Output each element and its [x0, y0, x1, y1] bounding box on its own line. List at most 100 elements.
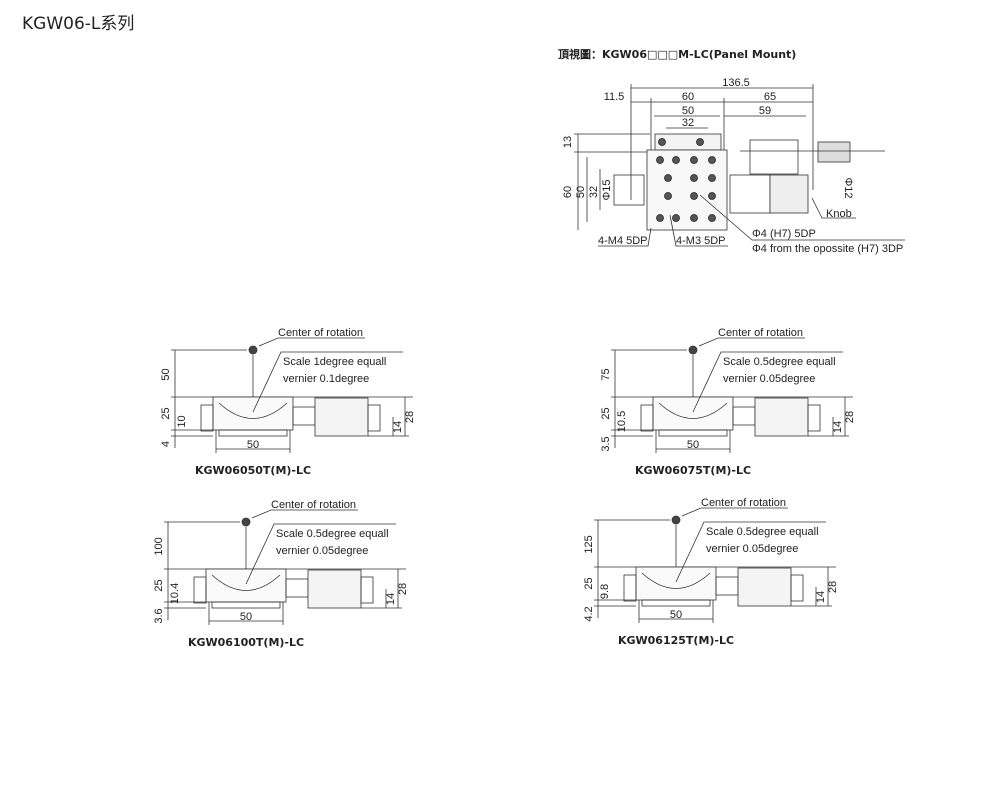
dim-motor-height: 28	[404, 411, 416, 423]
base	[641, 599, 711, 607]
knob-side	[193, 576, 207, 604]
dim-height: 50	[160, 368, 172, 380]
coupling	[292, 406, 316, 426]
mounting-hole-icon	[708, 192, 716, 200]
motor-cap	[790, 574, 804, 602]
center-of-rotation-icon	[688, 345, 698, 355]
model-caption: KGW06075T(M)-LC	[635, 464, 751, 477]
pin-hole-label: Φ4 (H7) 5DP	[752, 228, 816, 240]
dim-w59: 59	[759, 105, 771, 117]
dim-motor-height: 28	[397, 583, 409, 595]
leader-line	[251, 509, 358, 519]
scale-label: Scale 0.5degree equall	[706, 526, 819, 538]
scale-arc	[218, 402, 288, 419]
dim-motor-axis: 14	[392, 421, 404, 433]
motor-cap	[360, 576, 374, 604]
motor-body	[314, 397, 369, 437]
leader-line	[245, 523, 396, 585]
dim-h13: 13	[562, 136, 574, 148]
center-of-rotation-icon	[671, 515, 681, 525]
vernier-label: vernier 0.05degree	[706, 543, 798, 555]
leader-line	[675, 521, 826, 583]
stage-body	[205, 568, 287, 603]
center-of-rotation-icon	[248, 345, 258, 355]
mounting-hole-icon	[708, 214, 716, 222]
dim-w50: 50	[682, 105, 694, 117]
mounting-hole-icon	[690, 214, 698, 222]
m4-label: 4-M4 5DP	[598, 235, 648, 247]
coupling	[285, 578, 309, 598]
dim-axis: 9.8	[599, 584, 611, 599]
scale-arc	[211, 574, 281, 591]
knob-label: Knob	[826, 208, 852, 220]
mounting-hole-icon	[656, 214, 664, 222]
motor-body	[737, 567, 792, 607]
dim-overall: 136.5	[722, 77, 750, 89]
dim-h32: 32	[588, 186, 600, 198]
dim-phi15: Φ15	[601, 179, 613, 200]
dim-base: 3.5	[600, 436, 612, 451]
mounting-hole-icon	[708, 156, 716, 164]
dim-body: 25	[600, 407, 612, 419]
dim-width: 50	[247, 439, 259, 451]
dim-axis: 10.5	[616, 411, 628, 432]
center-of-rotation-icon	[241, 517, 251, 527]
mounting-hole-icon	[696, 138, 704, 146]
scale-arc	[641, 572, 711, 589]
dim-axis: 10.4	[169, 583, 181, 604]
stage-body	[652, 396, 734, 431]
motor-body	[754, 397, 809, 437]
model-caption: KGW06050T(M)-LC	[195, 464, 311, 477]
center-of-rotation-label: Center of rotation	[701, 497, 786, 509]
mounting-hole-icon	[690, 192, 698, 200]
mounting-hole-icon	[664, 192, 672, 200]
dim-base: 4	[160, 441, 172, 447]
dim-height: 100	[153, 537, 165, 555]
dim-motor-height: 28	[827, 581, 839, 593]
dim-width: 50	[670, 609, 682, 621]
base	[218, 429, 288, 437]
scale-label: Scale 1degree equall	[283, 356, 386, 368]
vernier-label: vernier 0.1degree	[283, 373, 369, 385]
dim-motor-axis: 14	[815, 591, 827, 603]
dim-motor-axis: 14	[385, 593, 397, 605]
knob-side	[200, 404, 214, 432]
dim-offset: 11.5	[604, 91, 625, 103]
mounting-hole-icon	[656, 156, 664, 164]
leader-line	[258, 337, 365, 347]
base	[211, 601, 281, 609]
dim-body: 25	[160, 407, 172, 419]
scale-label: Scale 0.5degree equall	[276, 528, 389, 540]
dim-base: 3.6	[153, 608, 165, 623]
dim-width: 50	[240, 611, 252, 623]
dim-w60: 60	[682, 91, 694, 103]
vernier-label: vernier 0.05degree	[276, 545, 368, 557]
leader-line	[692, 351, 843, 413]
mounting-hole-icon	[658, 138, 666, 146]
knob-side	[623, 574, 637, 602]
mounting-hole-icon	[690, 156, 698, 164]
dim-body: 25	[583, 577, 595, 589]
pin-hole-opposite-label: Φ4 from the opossite (H7) 3DP	[752, 243, 903, 255]
leader-line	[698, 337, 805, 347]
mounting-hole-icon	[672, 214, 680, 222]
model-caption: KGW06125T(M)-LC	[618, 634, 734, 647]
stage-body	[212, 396, 294, 431]
top-view: 頂視圖：KGW06□□□M-LC(Panel Mount) 136.5 11.5…	[558, 47, 905, 255]
knob-side	[640, 404, 654, 432]
m3-label: 4-M3 5DP	[676, 235, 726, 247]
leader-line	[252, 351, 403, 413]
mounting-hole-icon	[664, 174, 672, 182]
scale-arc	[658, 402, 728, 419]
motor-body	[307, 569, 362, 609]
stage-body	[635, 566, 717, 601]
coupling	[715, 576, 739, 596]
dim-height: 75	[600, 368, 612, 380]
center-of-rotation-label: Center of rotation	[718, 327, 803, 339]
dim-h50: 50	[575, 186, 587, 198]
